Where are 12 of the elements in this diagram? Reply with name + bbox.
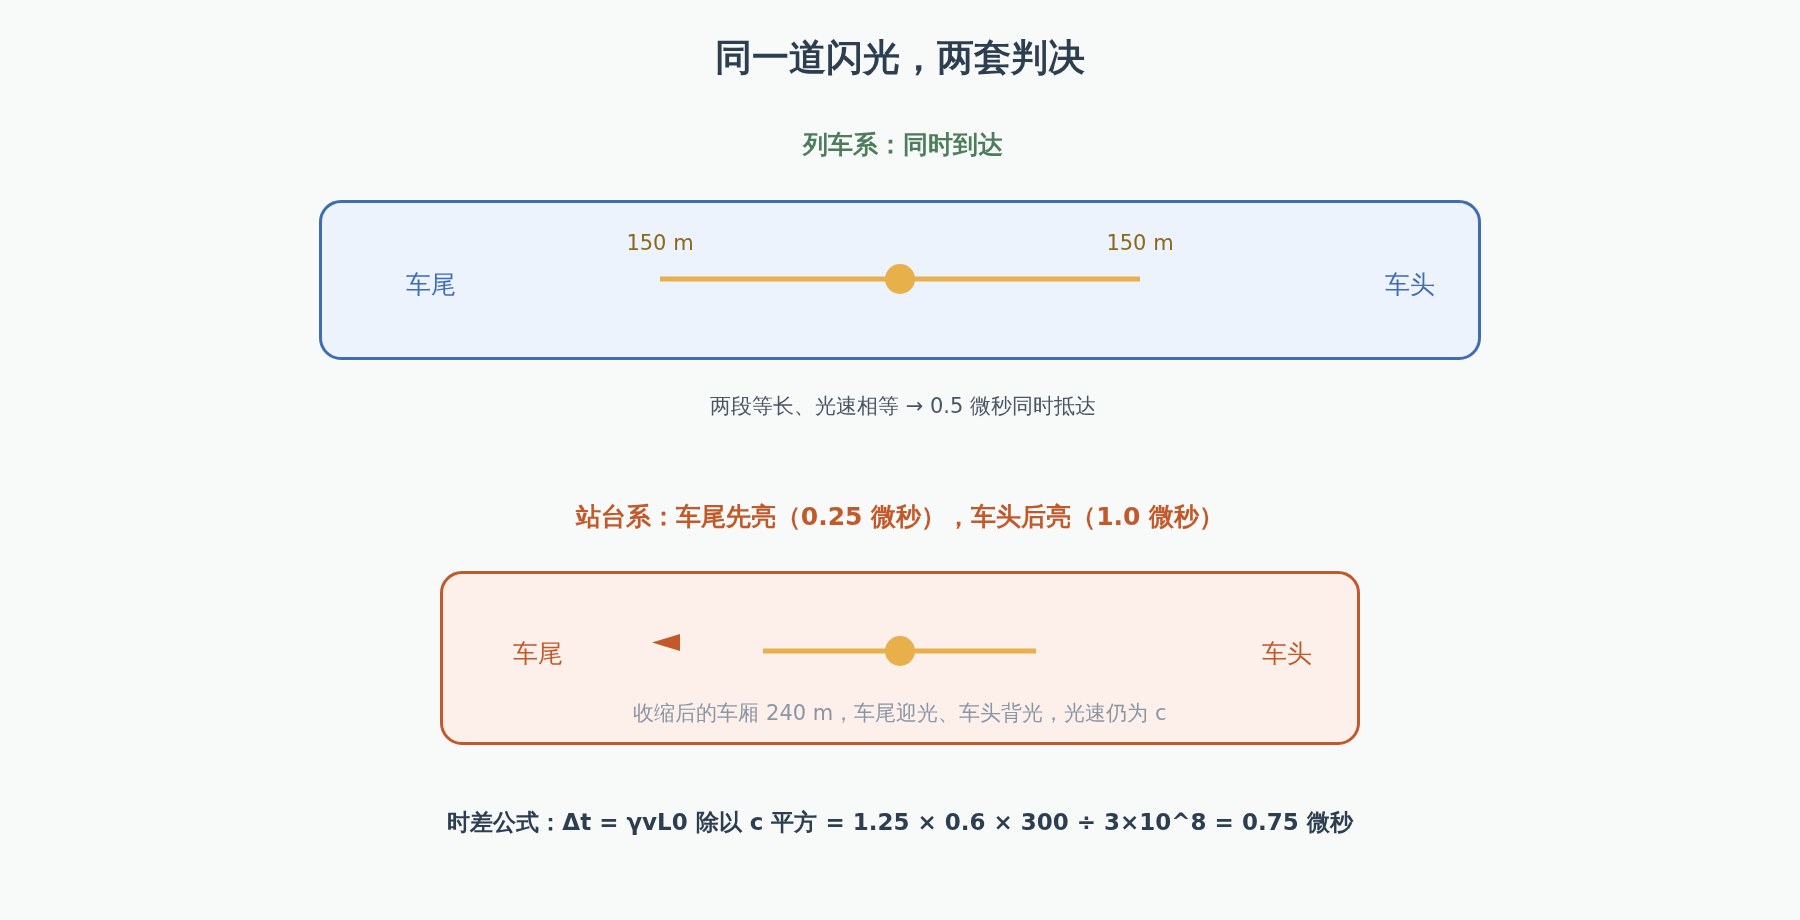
section-heading: 列车系：同时到达 xyxy=(803,129,1003,161)
dimension-label: 150 m xyxy=(626,229,694,257)
panel-note: 收缩后的车厢 240 m，车尾迎光、车头背光，光速仍为 c xyxy=(633,699,1167,727)
dimension-label: 150 m xyxy=(1106,229,1174,257)
caption-text: 两段等长、光速相等 → 0.5 微秒同时抵达 xyxy=(710,392,1096,420)
end-label: 车头 xyxy=(1385,269,1435,301)
end-label: 车尾 xyxy=(406,269,456,301)
end-label: 车尾 xyxy=(513,638,563,670)
diagram-title: 同一道闪光，两套判决 xyxy=(715,36,1085,81)
formula-text: 时差公式：Δt = γvL0 除以 c 平方 = 1.25 × 0.6 × 300 ÷ 3×10^8 = 0.75 微秒 xyxy=(447,807,1353,837)
section-heading: 站台系：车尾先亮（0.25 微秒），车头后亮（1.0 微秒） xyxy=(575,501,1225,533)
end-label: 车头 xyxy=(1262,638,1312,670)
